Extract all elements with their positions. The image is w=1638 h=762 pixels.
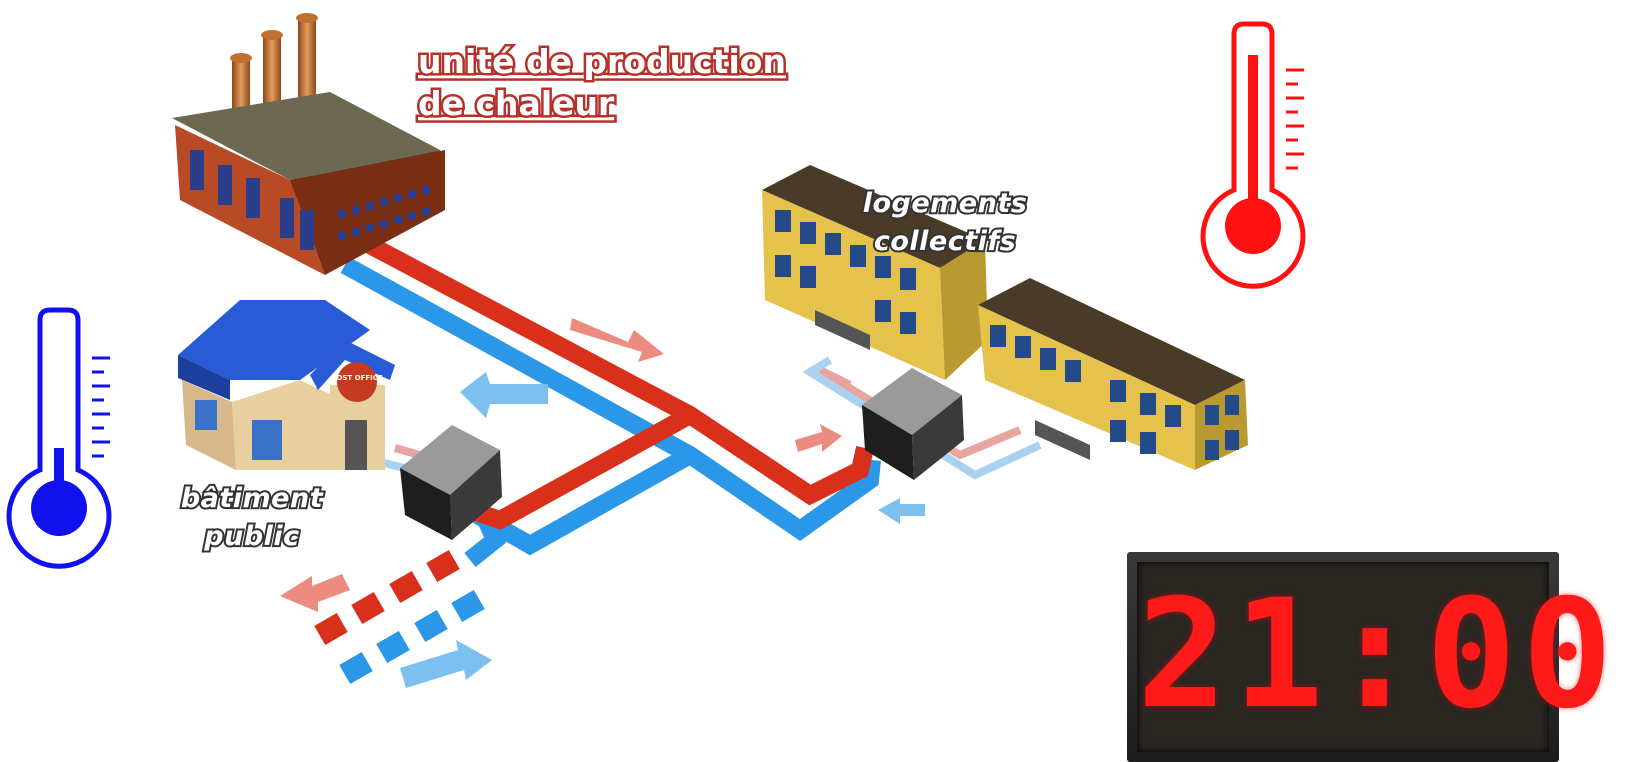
clock-time: 21:00 <box>1137 568 1619 742</box>
hot-pipe-dashes <box>314 549 460 646</box>
substation-public <box>400 425 502 540</box>
post-office-sign <box>337 362 377 402</box>
chimney-right <box>298 18 316 118</box>
housing-block-back <box>762 165 988 380</box>
public-label-line2: public <box>203 521 299 552</box>
substation-housing <box>862 368 964 480</box>
housing-label-line1: logements <box>863 188 1028 219</box>
cold-flow-arrow-left <box>460 372 548 418</box>
hot-thermometer-level <box>1248 55 1258 235</box>
housing-block-front <box>978 278 1248 470</box>
cold-flow-arrow-small <box>878 498 925 524</box>
hot-pipe-main <box>365 237 874 506</box>
hot-thermometer-icon <box>1200 21 1306 289</box>
digital-clock: 21:00 <box>1127 552 1619 762</box>
public-building: POST OFFICE <box>178 300 395 470</box>
post-office-sign-text: POST OFFICE <box>331 374 383 382</box>
hot-outflow-arrow <box>280 574 350 612</box>
housing-label-line2: collectifs <box>874 226 1016 257</box>
cold-inflow-arrow <box>400 640 492 688</box>
production-label-line2: de chaleur <box>418 84 615 123</box>
production-label-line1: unité de production <box>418 42 786 81</box>
clock-display: 21:00 <box>1137 562 1619 752</box>
cold-pipe-dashes <box>339 589 485 685</box>
heat-production-factory <box>172 13 445 275</box>
hot-flow-arrow-right <box>570 318 664 362</box>
cold-thermometer-icon <box>6 307 112 569</box>
public-label-line1: bâtiment <box>181 483 324 514</box>
hot-flow-arrow-small <box>795 424 842 452</box>
cold-pipe-main <box>340 257 881 541</box>
